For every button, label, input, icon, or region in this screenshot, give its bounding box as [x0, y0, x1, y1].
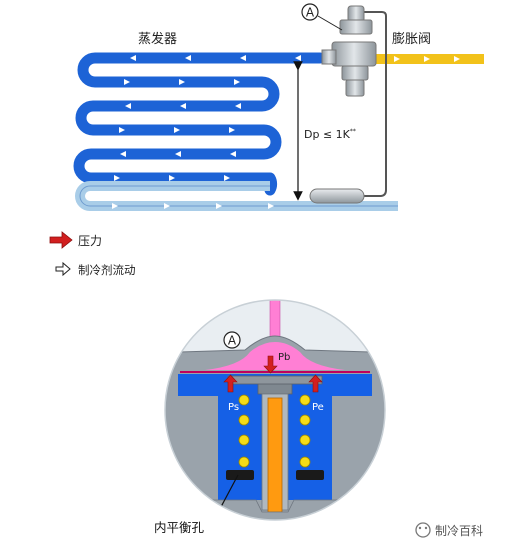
spring-coils [238, 394, 311, 468]
sensing-bulb [309, 188, 365, 204]
evaporator-label: 蒸发器 [138, 31, 177, 47]
pressure-drop-label: Dp ≤ 1K [304, 128, 351, 141]
liquid-line [372, 54, 484, 64]
marker-a-bottom: A [228, 334, 237, 348]
marker-a-leader [317, 15, 343, 31]
legend: 压力 制冷剂流动 [49, 231, 136, 277]
svg-text:Dp ≤ 1K**: Dp ≤ 1K** [304, 128, 356, 141]
pe-label: Pe [312, 402, 324, 413]
valve-detail-lens [164, 299, 386, 521]
wechat-channel-icon [415, 522, 431, 538]
marker-a-circle-bottom [223, 331, 241, 349]
capillary-tube [360, 11, 387, 197]
pb-label: Pb [278, 352, 290, 363]
legend-flow-label: 制冷剂流动 [78, 263, 136, 277]
pressure-drop-sup: ** [350, 128, 356, 135]
valve-label: 膨胀阀 [392, 32, 431, 47]
expansion-valve [321, 5, 377, 97]
marker-a-circle-top [301, 3, 319, 21]
outline-arrow-icon [55, 261, 71, 277]
red-filled-arrow-icon [49, 231, 73, 249]
watermark-text: 制冷百科 [435, 524, 483, 538]
marker-a-top: A [306, 6, 315, 20]
legend-pressure-label: 压力 [78, 234, 102, 248]
flow-arrows [112, 55, 301, 209]
evaporator-coil [73, 52, 398, 211]
ps-label: Ps [228, 402, 239, 413]
pushrod [267, 397, 283, 513]
pressure-arrows [223, 355, 323, 393]
watermark: 制冷百科 [415, 522, 483, 538]
balance-hole-label: 内平衡孔 [154, 520, 205, 535]
